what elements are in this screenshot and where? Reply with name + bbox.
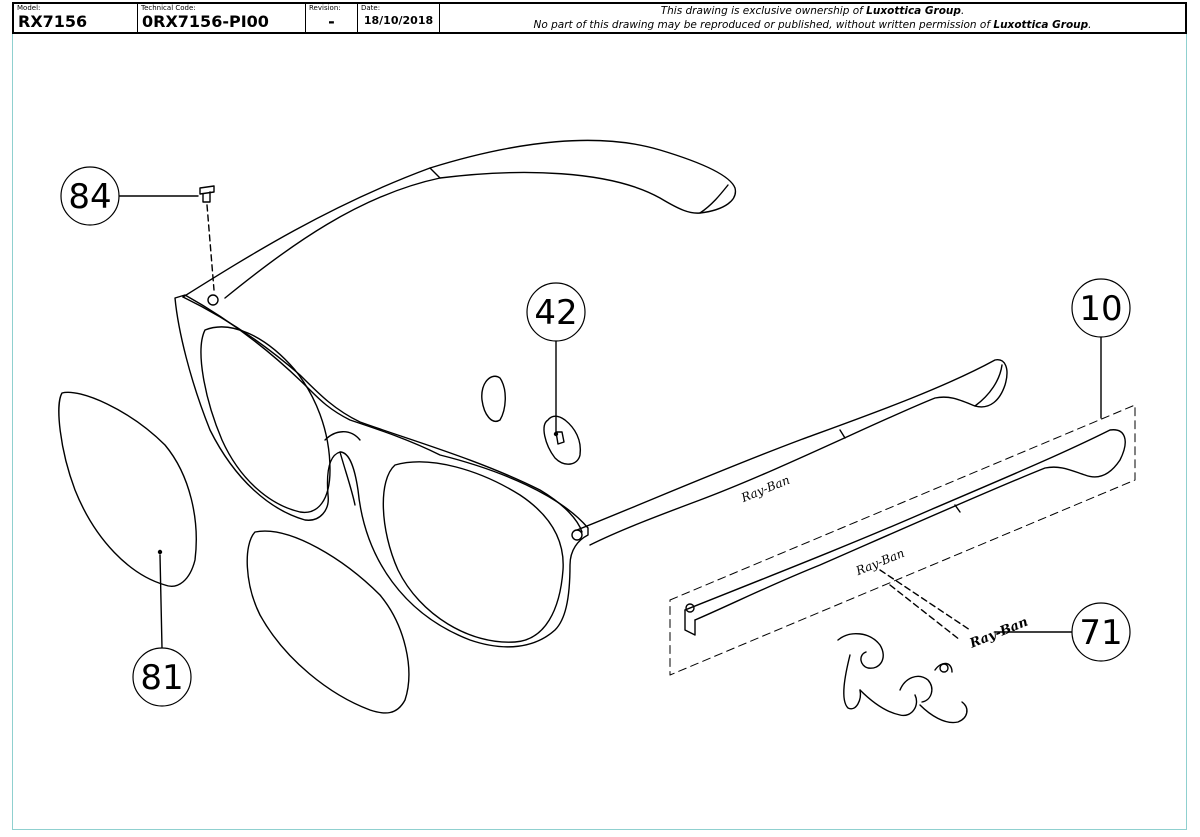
screw-84 bbox=[199, 185, 215, 203]
technical-code-value: 0RX7156-PI00 bbox=[142, 12, 269, 31]
callout-81-label: 81 bbox=[140, 658, 183, 698]
model-cell: Model: RX7156 bbox=[14, 4, 138, 32]
front-frame bbox=[174, 294, 589, 648]
permission-prefix: No part of this drawing may be reproduce… bbox=[533, 19, 994, 31]
title-block: Model: RX7156 Technical Code: 0RX7156-PI… bbox=[12, 2, 1187, 34]
ownership-line: This drawing is exclusive ownership of L… bbox=[440, 5, 1185, 17]
callout-42-tip bbox=[553, 431, 559, 437]
model-value: RX7156 bbox=[18, 12, 88, 31]
callout-42-circle bbox=[526, 282, 586, 342]
callout-10-label: 10 bbox=[1079, 289, 1122, 329]
logo-insert-71: Ray-Ban bbox=[967, 615, 1030, 652]
revision-label: Revision: bbox=[309, 4, 341, 12]
lens-81-marker bbox=[157, 549, 163, 555]
technical-code-label: Technical Code: bbox=[141, 4, 196, 12]
rear-temple bbox=[182, 139, 737, 299]
logo-detail-enlarged bbox=[837, 633, 968, 724]
logo-71-assembly-path-a bbox=[879, 569, 971, 631]
temple-logo-front: Ray-Ban bbox=[738, 473, 791, 505]
screw-84-assembly-path bbox=[206, 204, 215, 291]
lens-81-right bbox=[246, 530, 410, 714]
permission-suffix: . bbox=[1088, 19, 1092, 31]
logo-71-assembly-path-b bbox=[889, 584, 961, 641]
revision-value: - bbox=[328, 12, 335, 31]
callout-42-label: 42 bbox=[534, 293, 577, 333]
ownership-owner: Luxottica Group bbox=[866, 5, 961, 17]
nose-pads-42 bbox=[481, 375, 582, 465]
model-label: Model: bbox=[17, 4, 41, 12]
ownership-prefix: This drawing is exclusive ownership of bbox=[660, 5, 867, 17]
callout-84-circle bbox=[60, 166, 120, 226]
lens-81-left bbox=[58, 391, 197, 587]
callout-81-leader bbox=[159, 554, 163, 649]
date-cell: Date: 18/10/2018 bbox=[358, 4, 440, 32]
date-label: Date: bbox=[361, 4, 381, 12]
date-value: 18/10/2018 bbox=[363, 14, 434, 27]
temple-logo-spare: Ray-Ban bbox=[853, 546, 906, 578]
spare-temple-10 bbox=[669, 404, 1136, 676]
revision-cell: Revision: - bbox=[306, 4, 358, 32]
callout-84-label: 84 bbox=[68, 177, 111, 217]
ownership-notice: This drawing is exclusive ownership of L… bbox=[440, 4, 1185, 32]
callout-71-circle bbox=[1071, 602, 1131, 662]
ownership-suffix: . bbox=[960, 5, 965, 17]
callout-81-circle bbox=[132, 647, 192, 707]
permission-owner: Luxottica Group bbox=[993, 19, 1089, 31]
front-temple bbox=[576, 359, 1008, 546]
technical-code-cell: Technical Code: 0RX7156-PI00 bbox=[138, 4, 306, 32]
callout-10-circle bbox=[1071, 278, 1131, 338]
callout-71-label: 71 bbox=[1079, 613, 1122, 653]
permission-line: No part of this drawing may be reproduce… bbox=[440, 19, 1185, 31]
